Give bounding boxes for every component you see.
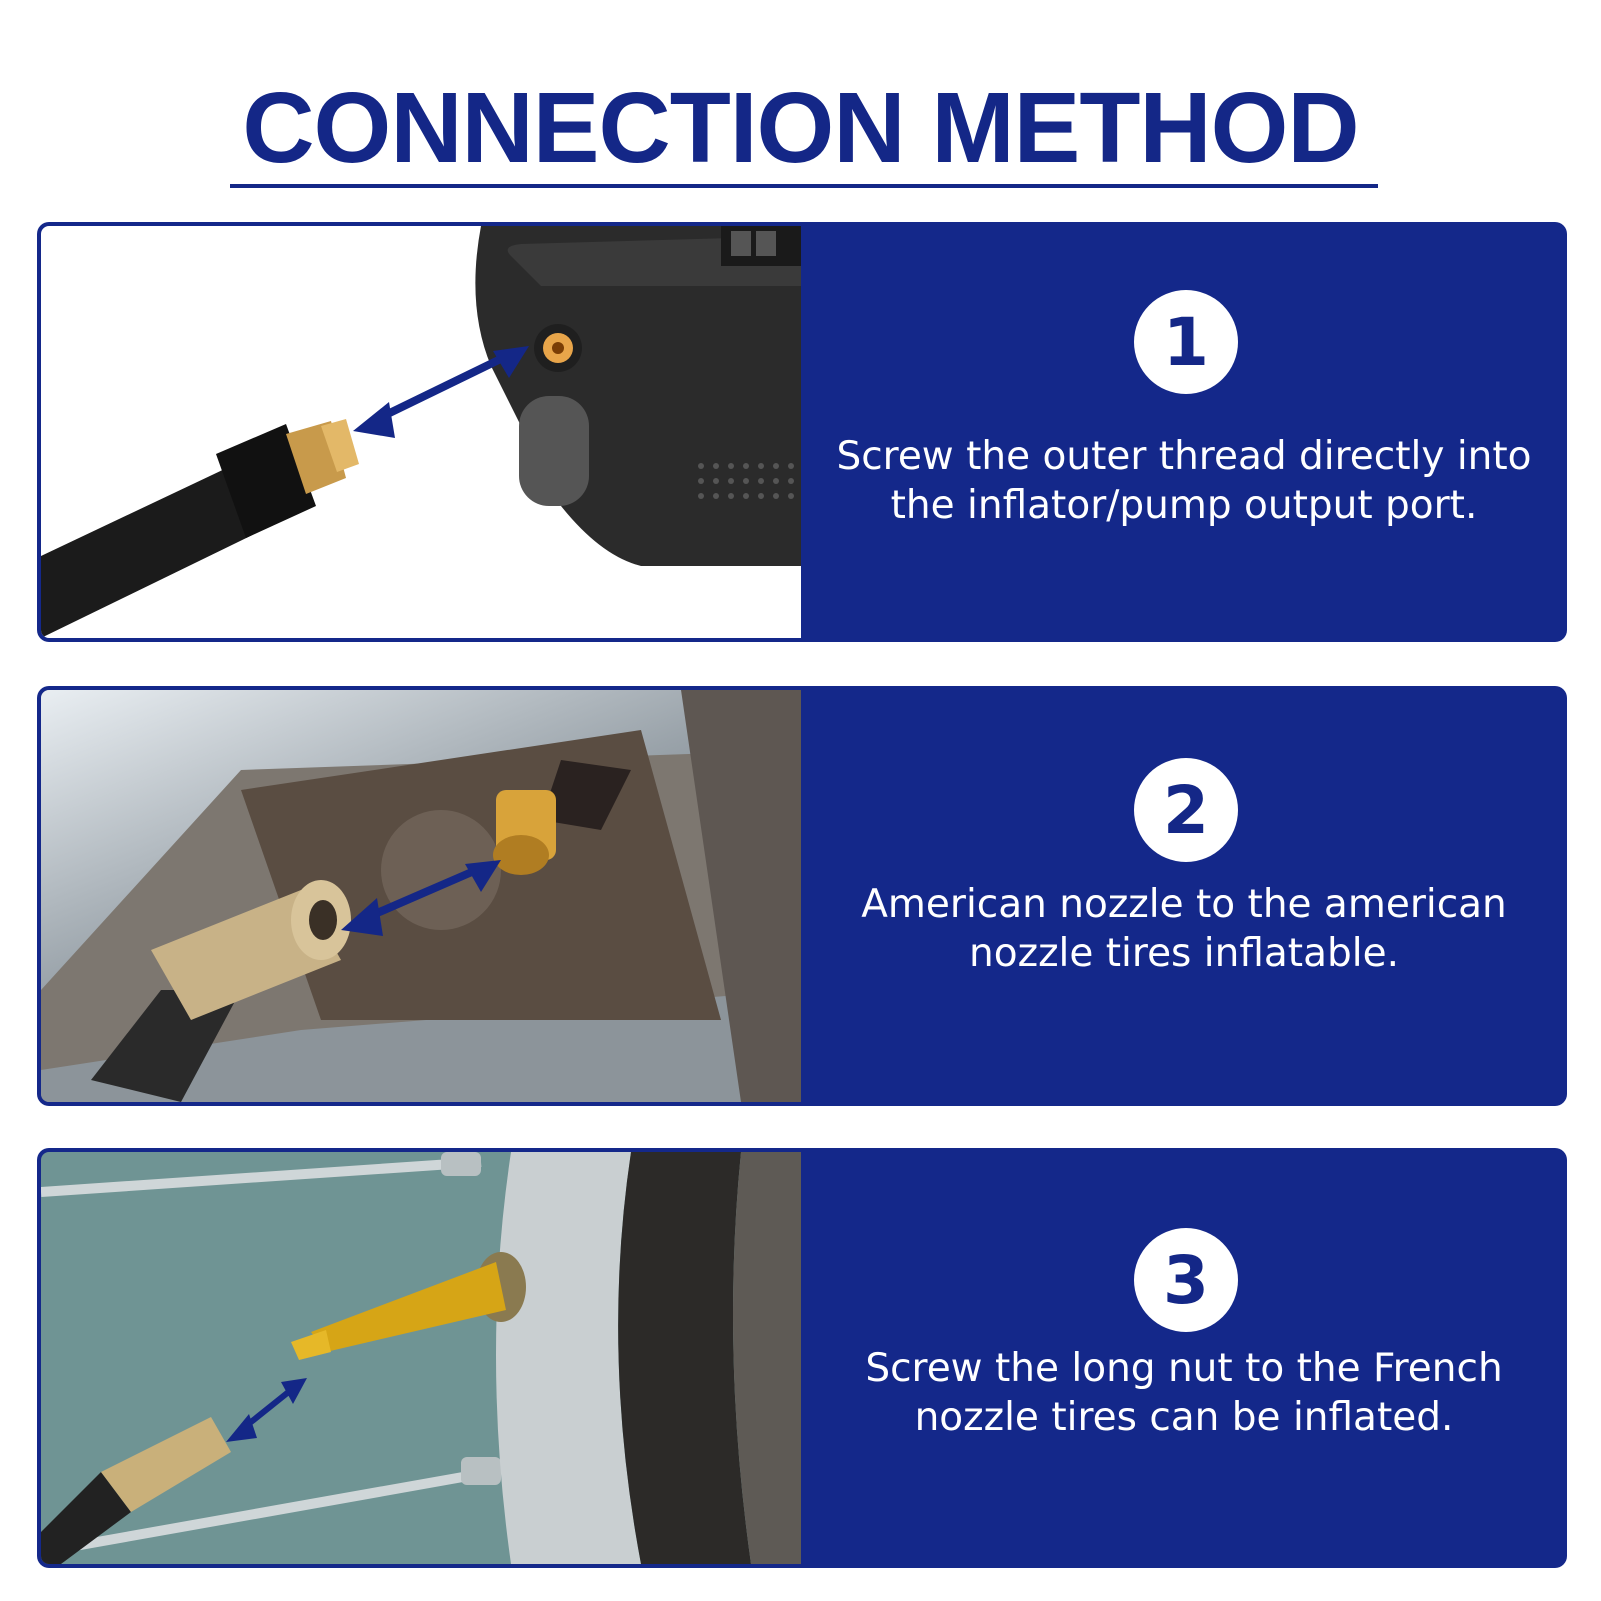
- page-title: CONNECTION METHOD: [242, 72, 1359, 184]
- step-panel-1: 1 Screw the outer thread directly into t…: [37, 222, 1567, 642]
- step-description-3: Screw the long nut to the French nozzle …: [865, 1346, 1503, 1440]
- french-valve-photo: [41, 1152, 801, 1564]
- title-underline: [230, 184, 1378, 188]
- step-description-1: Screw the outer thread directly into the…: [836, 434, 1532, 528]
- step-panel-2: 2 American nozzle to the american nozzle…: [37, 686, 1567, 1106]
- step-text-2: 2 American nozzle to the american nozzle…: [801, 686, 1567, 1106]
- step-number-2: 2: [1134, 758, 1238, 862]
- step-number-1: 1: [1134, 290, 1238, 394]
- pump-output-port-photo: [41, 226, 801, 638]
- step-description-2: American nozzle to the american nozzle t…: [861, 882, 1507, 976]
- step-panel-3: 3 Screw the long nut to the French nozzl…: [37, 1148, 1567, 1568]
- step-number-3: 3: [1134, 1228, 1238, 1332]
- step-text-3: 3 Screw the long nut to the French nozzl…: [801, 1148, 1567, 1568]
- step-text-1: 1 Screw the outer thread directly into t…: [801, 222, 1567, 642]
- american-valve-photo: [41, 690, 801, 1102]
